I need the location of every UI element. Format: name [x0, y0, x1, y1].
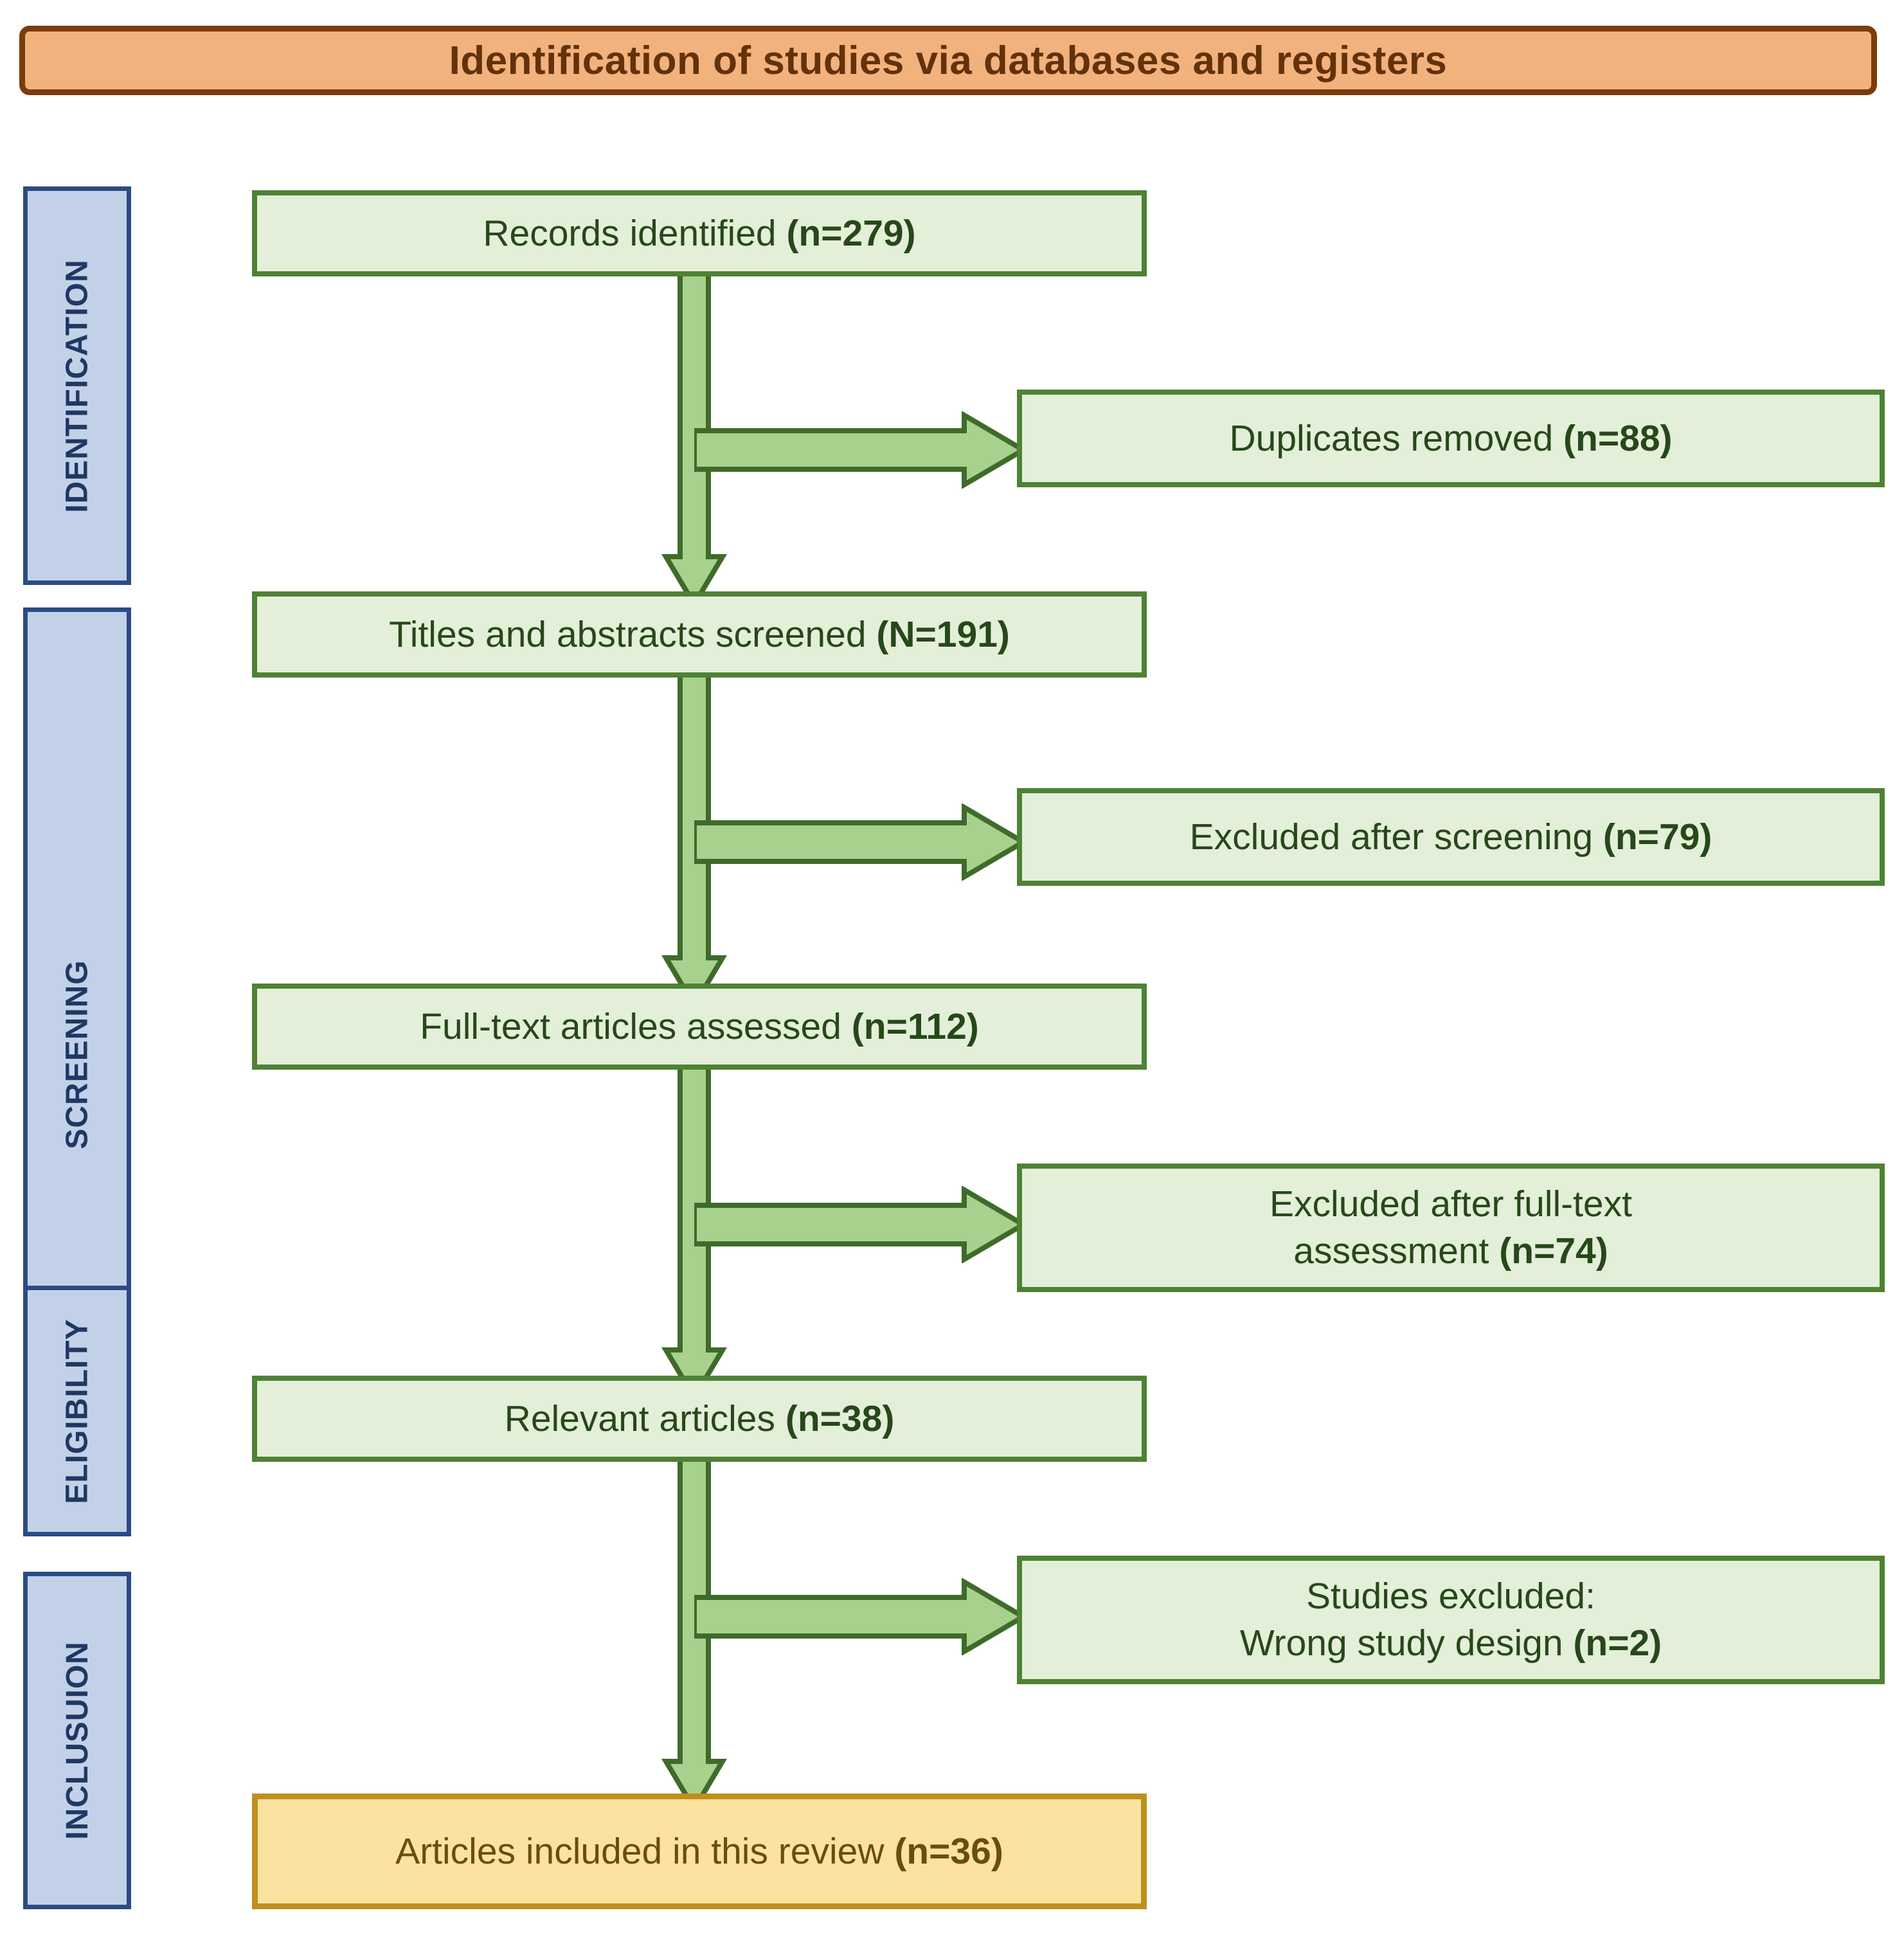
- box-records-identified[interactable]: Records identified (n=279): [252, 190, 1147, 276]
- stage-label-inclusion-text: INCLUSUION: [60, 1641, 94, 1840]
- stage-label-identification-text: IDENTIFICATION: [60, 258, 94, 513]
- box-excluded-after-fulltext[interactable]: Excluded after full-text assessment (n=7…: [1017, 1164, 1885, 1292]
- stage-label-screening-text: SCREENING: [60, 959, 94, 1149]
- box-titles-abstracts-screened[interactable]: Titles and abstracts screened (N=191): [252, 591, 1147, 678]
- box-records-identified-text: Records identified (n=279): [483, 212, 916, 254]
- box-relevant-articles-text: Relevant articles (n=38): [504, 1398, 895, 1439]
- diagram-header-banner: Identification of studies via databases …: [19, 26, 1877, 95]
- page-title: Identification of studies via databases …: [449, 38, 1448, 83]
- box-studies-excluded-text: Studies excluded: Wrong study design (n=…: [1239, 1576, 1662, 1664]
- arrow-to-excluded-fulltext: [694, 1186, 1028, 1263]
- box-fulltext-articles-assessed[interactable]: Full-text articles assessed (n=112): [252, 984, 1147, 1070]
- stage-label-eligibility: ELIGIBILITY: [23, 1286, 131, 1536]
- box-excluded-after-fulltext-text: Excluded after full-text assessment (n=7…: [1270, 1183, 1632, 1272]
- box-duplicates-removed-text: Duplicates removed (n=88): [1229, 417, 1673, 459]
- box-studies-excluded[interactable]: Studies excluded: Wrong study design (n=…: [1017, 1556, 1885, 1684]
- arrow-to-excluded-screening: [694, 804, 1028, 881]
- box-duplicates-removed[interactable]: Duplicates removed (n=88): [1017, 390, 1885, 487]
- box-relevant-articles[interactable]: Relevant articles (n=38): [252, 1376, 1147, 1462]
- stage-label-identification: IDENTIFICATION: [23, 186, 131, 585]
- box-excluded-after-screening-text: Excluded after screening (n=79): [1189, 816, 1712, 858]
- box-fulltext-articles-assessed-text: Full-text articles assessed (n=112): [420, 1005, 979, 1047]
- box-articles-included-text: Articles included in this review (n=36): [395, 1830, 1003, 1872]
- arrow-to-duplicates-removed: [694, 411, 1028, 489]
- stage-label-inclusion: INCLUSUION: [23, 1572, 131, 1909]
- stage-label-eligibility-text: ELIGIBILITY: [60, 1318, 94, 1504]
- box-titles-abstracts-screened-text: Titles and abstracts screened (N=191): [389, 613, 1010, 655]
- arrow-to-studies-excluded: [694, 1578, 1028, 1655]
- box-articles-included[interactable]: Articles included in this review (n=36): [252, 1794, 1147, 1909]
- box-excluded-after-screening[interactable]: Excluded after screening (n=79): [1017, 788, 1885, 886]
